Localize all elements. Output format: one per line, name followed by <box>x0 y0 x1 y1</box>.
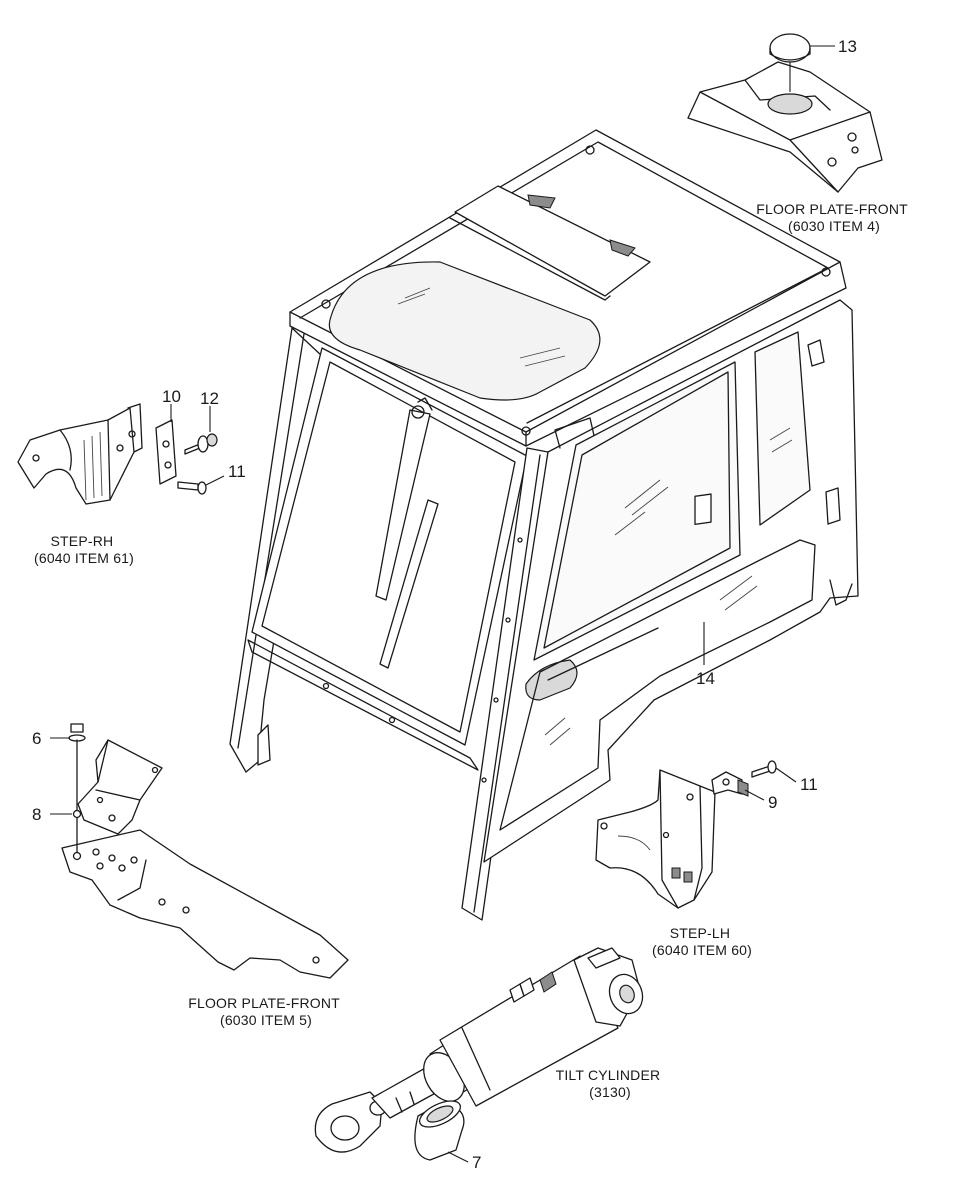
label-tilt-cylinder: TILT CYLINDER (3130) <box>556 1067 665 1100</box>
label-floor-plate-front-bottom: FLOOR PLATE-FRONT (6030 ITEM 5) <box>188 995 344 1028</box>
callout-14: 14 <box>696 669 715 688</box>
callout-12: 12 <box>200 389 219 408</box>
part-11-bolt-rh <box>177 475 225 495</box>
tilt-cylinder <box>314 947 644 1153</box>
step-rh <box>17 403 143 505</box>
callout-8: 8 <box>32 805 41 824</box>
floor-plate-front-bottom <box>61 829 349 979</box>
cab-assembly <box>229 129 859 921</box>
callout-11-rh: 11 <box>228 462 246 481</box>
callout-10: 10 <box>162 387 181 406</box>
step-lh <box>595 769 716 909</box>
callout-13: 13 <box>838 37 857 56</box>
callout-9: 9 <box>768 793 777 812</box>
part-10-bracket <box>155 404 177 485</box>
part-9-bracket <box>711 771 765 801</box>
callout-7: 7 <box>472 1153 481 1172</box>
label-step-rh: STEP-RH (6040 ITEM 61) <box>34 533 134 566</box>
part-11-bolt-lh <box>751 760 797 783</box>
callout-11-lh: 11 <box>800 775 818 794</box>
part-8-bracket <box>77 739 163 835</box>
part-12-bolt <box>184 406 218 455</box>
label-floor-plate-front-top: FLOOR PLATE-FRONT (6030 ITEM 4) <box>756 201 912 234</box>
label-step-lh: STEP-LH (6040 ITEM 60) <box>652 925 752 958</box>
floor-plate-front-top <box>687 61 883 193</box>
part-13-plug <box>769 33 835 92</box>
part-7-bushing <box>414 1100 469 1163</box>
callout-6: 6 <box>32 729 41 748</box>
part-6-bolt <box>50 723 86 861</box>
